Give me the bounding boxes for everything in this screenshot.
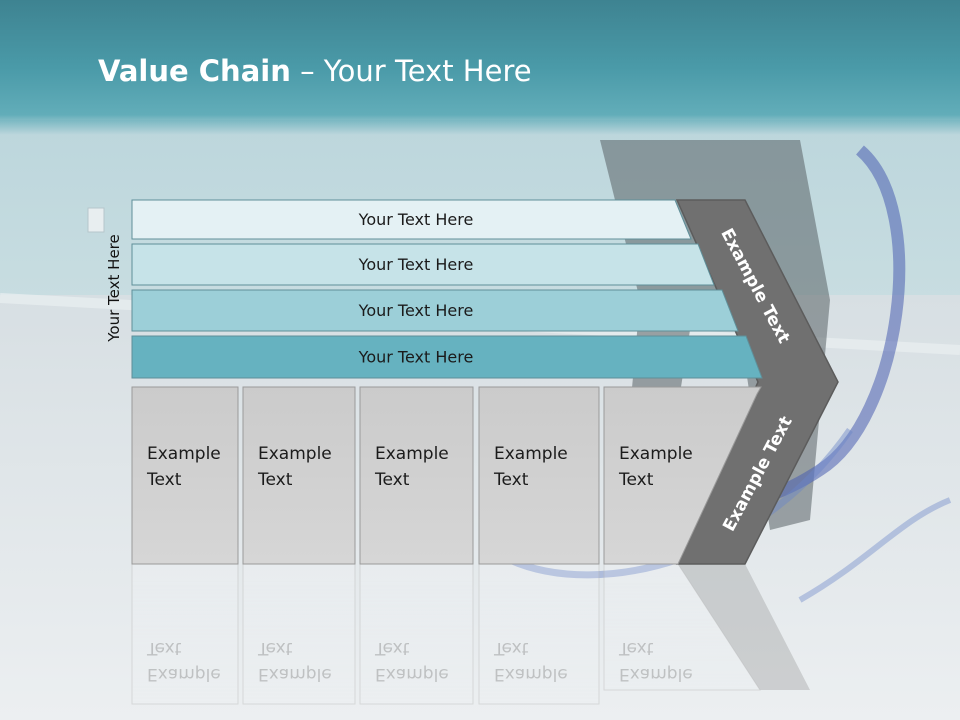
box-1-line1: Example [147,444,221,464]
box-5-line2-reflection: Text [618,638,654,658]
title-rest: – Your Text Here [290,54,532,88]
box-4 [478,386,600,565]
row-label-1: Your Text Here [358,210,474,229]
chevron-arrow [675,199,839,565]
row-bar-3 [131,289,739,332]
box-2-line2: Text [257,470,293,490]
row-label-2: Your Text Here [358,255,474,274]
box-4-line1-reflection: Example [494,664,568,684]
box-2-line1-reflection: Example [258,664,332,684]
box-5 [603,386,762,565]
box-3 [359,386,474,565]
box-2-line2-reflection: Text [257,638,293,658]
row-label-3: Your Text Here [358,301,474,320]
box-1-line2: Text [146,470,182,490]
title-bold: Value Chain [98,54,291,88]
box-5-line1-reflection: Example [619,664,693,684]
box-1-line1-reflection: Example [147,664,221,684]
row-bar-2 [131,243,715,286]
box-3-line2-reflection: Text [374,638,410,658]
row-label-4: Your Text Here [358,348,474,367]
box-2-line1: Example [258,444,332,464]
row-bar-1 [131,199,692,240]
header-band [0,0,960,135]
box-4-line2-reflection: Text [493,638,529,658]
page-title: Value Chain – Your Text Here [98,54,532,88]
box-3-line1-reflection: Example [375,664,449,684]
box-4-line2: Text [493,470,529,490]
box-1 [131,386,239,565]
box-2 [242,386,356,565]
box-5-line2: Text [618,470,654,490]
box-1-line2-reflection: Text [146,638,182,658]
box-4-line1: Example [494,444,568,464]
box-3-line1: Example [375,444,449,464]
box-5-line1: Example [619,444,693,464]
row-bar-4 [131,335,763,379]
box-3-line2: Text [374,470,410,490]
